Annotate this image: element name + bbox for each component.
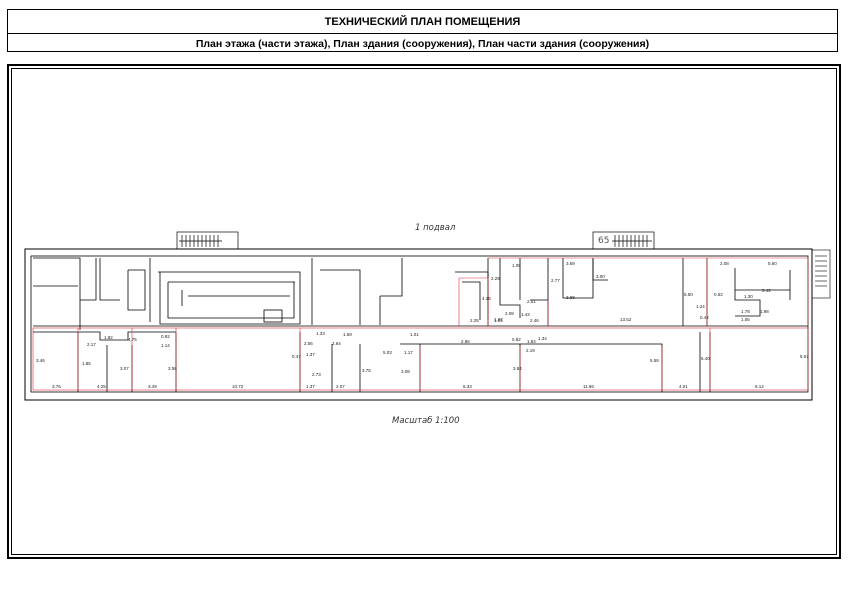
scale-label: Масштаб 1:100 — [392, 416, 460, 426]
dimension-label: 2.64 — [332, 341, 341, 346]
dimension-label: 2.08 — [720, 261, 729, 266]
building-outline — [24, 248, 813, 401]
dimension-label: 1.33 — [316, 331, 325, 336]
floor-label: 1 подвал — [415, 223, 456, 233]
plan-frame — [7, 64, 841, 559]
dimension-label: 0.82 — [512, 337, 521, 342]
dimension-label: 1.95 — [494, 318, 503, 323]
dimension-label: 2.17 — [87, 342, 96, 347]
dimension-label: 3.69 — [566, 261, 575, 266]
dimension-label: 2.07 — [336, 384, 345, 389]
dimension-label: 3.08 — [401, 369, 410, 374]
dimension-label: 2.46 — [530, 318, 539, 323]
dimension-label: 5.60 — [768, 261, 777, 266]
dimension-label: 6.33 — [463, 384, 472, 389]
dimension-label: 1.30 — [744, 294, 753, 299]
dimension-label: 2.73 — [312, 372, 321, 377]
dimension-label: 3.00 — [596, 274, 605, 279]
number-mark: 65 — [598, 236, 609, 246]
dimension-label: 2.25 — [470, 318, 479, 323]
dimension-label: 3.58 — [168, 366, 177, 371]
dimension-label: 3.76 — [52, 384, 61, 389]
dimension-label: 5.57 — [800, 354, 809, 359]
dimension-label: 1.14 — [161, 343, 170, 348]
dimension-label: 2.08 — [505, 311, 514, 316]
dimension-label: 1.77 — [494, 317, 503, 322]
dimension-label: 0.47 — [292, 354, 301, 359]
room-boundaries — [32, 257, 809, 391]
dimension-label: 3.75 — [362, 368, 371, 373]
right-side-stair — [811, 249, 831, 299]
dimension-label: 0.42 — [700, 315, 709, 320]
dimension-label: 4.75 — [128, 337, 137, 342]
dimension-label: 1.01 — [410, 332, 419, 337]
dimension-label: 4.25 — [97, 384, 106, 389]
dimension-label: 0.92 — [161, 334, 170, 339]
dimension-label: 2.51 — [527, 299, 536, 304]
dimension-label: 3.84 — [513, 366, 522, 371]
dimension-label: 10.72 — [232, 384, 244, 389]
header-table: ТЕХНИЧЕСКИЙ ПЛАН ПОМЕЩЕНИЯ План этажа (ч… — [7, 9, 838, 52]
dimension-label: 1.24 — [696, 304, 705, 309]
dimension-label: 5.03 — [383, 350, 392, 355]
dimension-label: 3.07 — [120, 366, 129, 371]
dimension-label: 2.29 — [491, 276, 500, 281]
dimension-label: 1.37 — [306, 352, 315, 357]
dimension-label: 2.19 — [526, 348, 535, 353]
dimension-label: 3.46 — [36, 358, 45, 363]
dimension-label: 3.88 — [566, 295, 575, 300]
dimension-label: 1.17 — [404, 350, 413, 355]
dimension-label: 4.15 — [482, 296, 491, 301]
lower-walls — [33, 325, 808, 392]
dimension-label: 1.78 — [741, 309, 750, 314]
dimension-label: 11.86 — [583, 384, 594, 389]
dimension-label: 1.05 — [512, 263, 521, 268]
dimension-label: 0.52 — [714, 292, 723, 297]
dimension-label: 2.86 — [461, 339, 470, 344]
dimension-label: 1.34 — [538, 336, 547, 341]
dimension-label: 1.98 — [760, 309, 769, 314]
upper-walls — [33, 257, 791, 330]
document-title: ТЕХНИЧЕСКИЙ ПЛАН ПОМЕЩЕНИЯ — [8, 10, 837, 34]
plan-inner-border — [11, 68, 837, 555]
dimension-labels: 3.46 2.17 1.85 1.82 4.75 0.92 1.14 3.07 … — [36, 261, 809, 389]
dimension-label: 5.58 — [650, 358, 659, 363]
dimension-label: 1.43 — [521, 312, 530, 317]
dimension-label: 8.12 — [755, 384, 764, 389]
dimension-label: 4.01 — [679, 384, 688, 389]
dimension-label: 1.82 — [104, 335, 113, 340]
dimension-label: 3.49 — [148, 384, 157, 389]
dimension-label: 1.85 — [82, 361, 91, 366]
document-subtitle: План этажа (части этажа), План здания (с… — [195, 37, 650, 50]
dimension-label: 5.42 — [762, 288, 771, 293]
dimension-label: 1.59 — [343, 332, 352, 337]
dimension-label: 5.50 — [684, 292, 693, 297]
left-stair-block — [176, 231, 239, 250]
dimension-label: 13.52 — [620, 317, 632, 322]
dimension-label: 2.56 — [304, 341, 313, 346]
dimension-label: 1.84 — [527, 339, 536, 344]
dimension-label: 1.37 — [306, 384, 315, 389]
dimension-label: 5.40 — [701, 356, 710, 361]
dimension-label: 2.77 — [551, 278, 560, 283]
dimension-label: 1.05 — [741, 317, 750, 322]
